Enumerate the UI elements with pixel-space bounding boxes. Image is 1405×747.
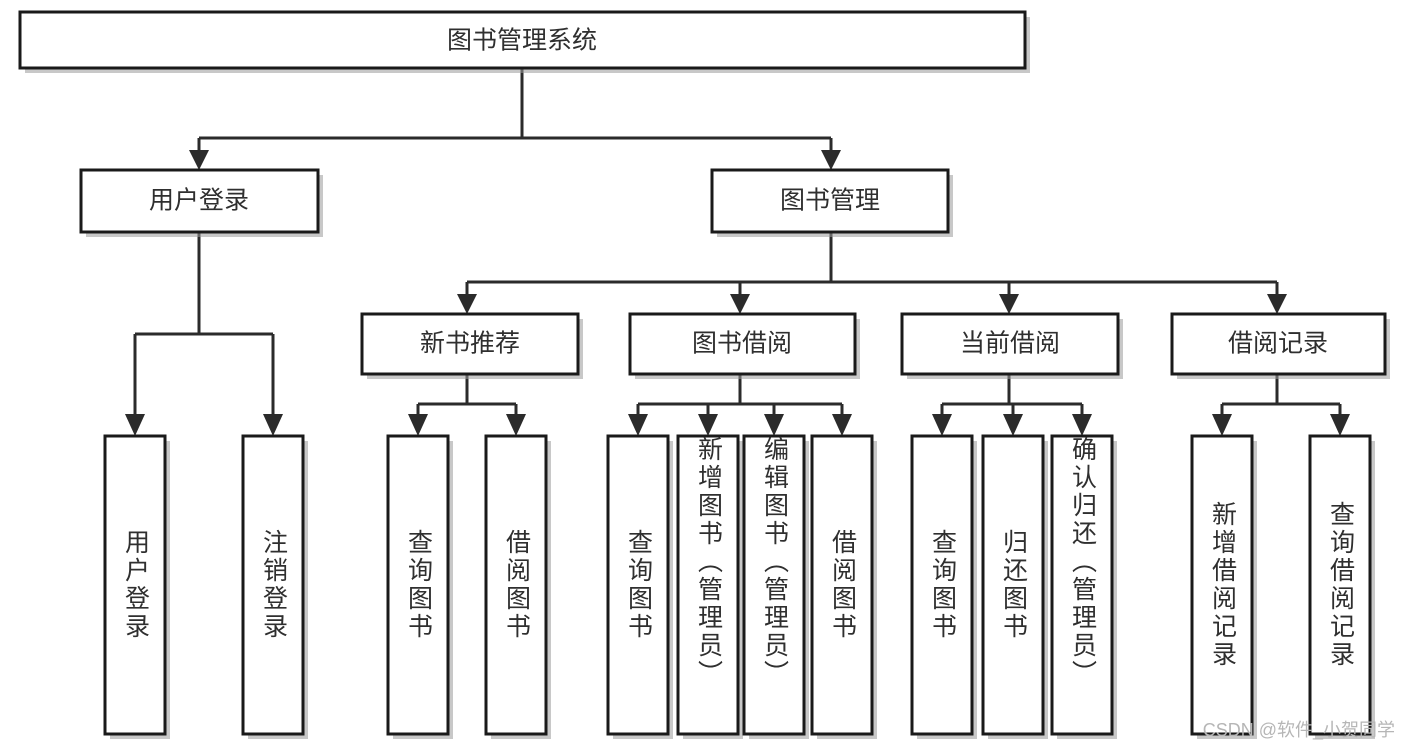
connector-root-to-level2 — [189, 68, 841, 170]
arrow-to-leaf-query-book-cur — [932, 414, 952, 436]
node-borrow-record[interactable]: 借阅记录 — [1170, 312, 1390, 379]
node-new-book-rec[interactable]: 新书推荐 — [360, 312, 583, 379]
connector-user-login-to-leaves — [125, 232, 283, 436]
node-leaf-user-logout[interactable] — [241, 434, 308, 739]
node-book-manage[interactable]: 图书管理 — [710, 168, 953, 237]
arrow-to-leaf-query-book — [628, 414, 648, 436]
arrow-to-leaf-add-record — [1212, 414, 1232, 436]
node-borrow-record-label: 借阅记录 — [1228, 330, 1328, 358]
arrow-to-current-borrow — [999, 294, 1019, 314]
node-leaf-query-record[interactable] — [1308, 434, 1375, 739]
arrow-to-leaf-add-book — [698, 414, 718, 436]
connector-new-book-rec-to-leaves — [408, 374, 526, 436]
node-leaf-add-book[interactable] — [676, 434, 743, 739]
arrow-to-leaf-user-login — [125, 414, 145, 436]
node-leaf-edit-book[interactable] — [742, 434, 809, 739]
arrow-to-book-borrow — [730, 294, 750, 314]
connector-borrow-record-to-leaves — [1212, 374, 1350, 436]
node-leaf-confirm-return[interactable] — [1050, 434, 1117, 739]
node-leaf-borrow-book-rec[interactable] — [484, 434, 551, 739]
node-leaf-user-login[interactable] — [103, 434, 170, 739]
connector-current-borrow-to-leaves — [932, 374, 1092, 436]
node-book-manage-label: 图书管理 — [780, 187, 880, 215]
node-leaf-borrow-book[interactable] — [810, 434, 877, 739]
node-root-label: 图书管理系统 — [447, 27, 597, 55]
arrow-to-leaf-query-book-rec — [408, 414, 428, 436]
arrow-to-leaf-user-logout — [263, 414, 283, 436]
node-current-borrow[interactable]: 当前借阅 — [900, 312, 1123, 379]
node-user-login[interactable]: 用户登录 — [79, 168, 323, 237]
arrow-to-book-manage — [821, 150, 841, 170]
arrow-to-leaf-edit-book — [764, 414, 784, 436]
node-leaf-query-book-cur[interactable] — [910, 434, 977, 739]
node-root[interactable]: 图书管理系统 — [18, 10, 1030, 73]
node-new-book-rec-label: 新书推荐 — [420, 330, 520, 358]
arrow-to-new-book-rec — [457, 294, 477, 314]
node-leaf-query-book[interactable] — [606, 434, 673, 739]
node-leaf-return-book[interactable] — [981, 434, 1048, 739]
arrow-to-leaf-confirm-return — [1072, 414, 1092, 436]
arrow-to-leaf-query-record — [1330, 414, 1350, 436]
arrow-to-leaf-return-book — [1003, 414, 1023, 436]
arrow-to-borrow-record — [1267, 294, 1287, 314]
arrow-to-leaf-borrow-book-rec — [506, 414, 526, 436]
node-leaf-query-book-rec[interactable] — [386, 434, 453, 739]
node-book-borrow-label: 图书借阅 — [692, 330, 792, 358]
node-book-borrow[interactable]: 图书借阅 — [628, 312, 860, 379]
arrow-to-user-login — [189, 150, 209, 170]
connector-book-manage-to-level3 — [457, 232, 1287, 314]
arrow-to-leaf-borrow-book — [832, 414, 852, 436]
node-user-login-label: 用户登录 — [149, 187, 249, 215]
node-current-borrow-label: 当前借阅 — [960, 330, 1060, 358]
node-leaf-add-record[interactable] — [1190, 434, 1257, 739]
connector-book-borrow-to-leaves — [628, 374, 852, 436]
